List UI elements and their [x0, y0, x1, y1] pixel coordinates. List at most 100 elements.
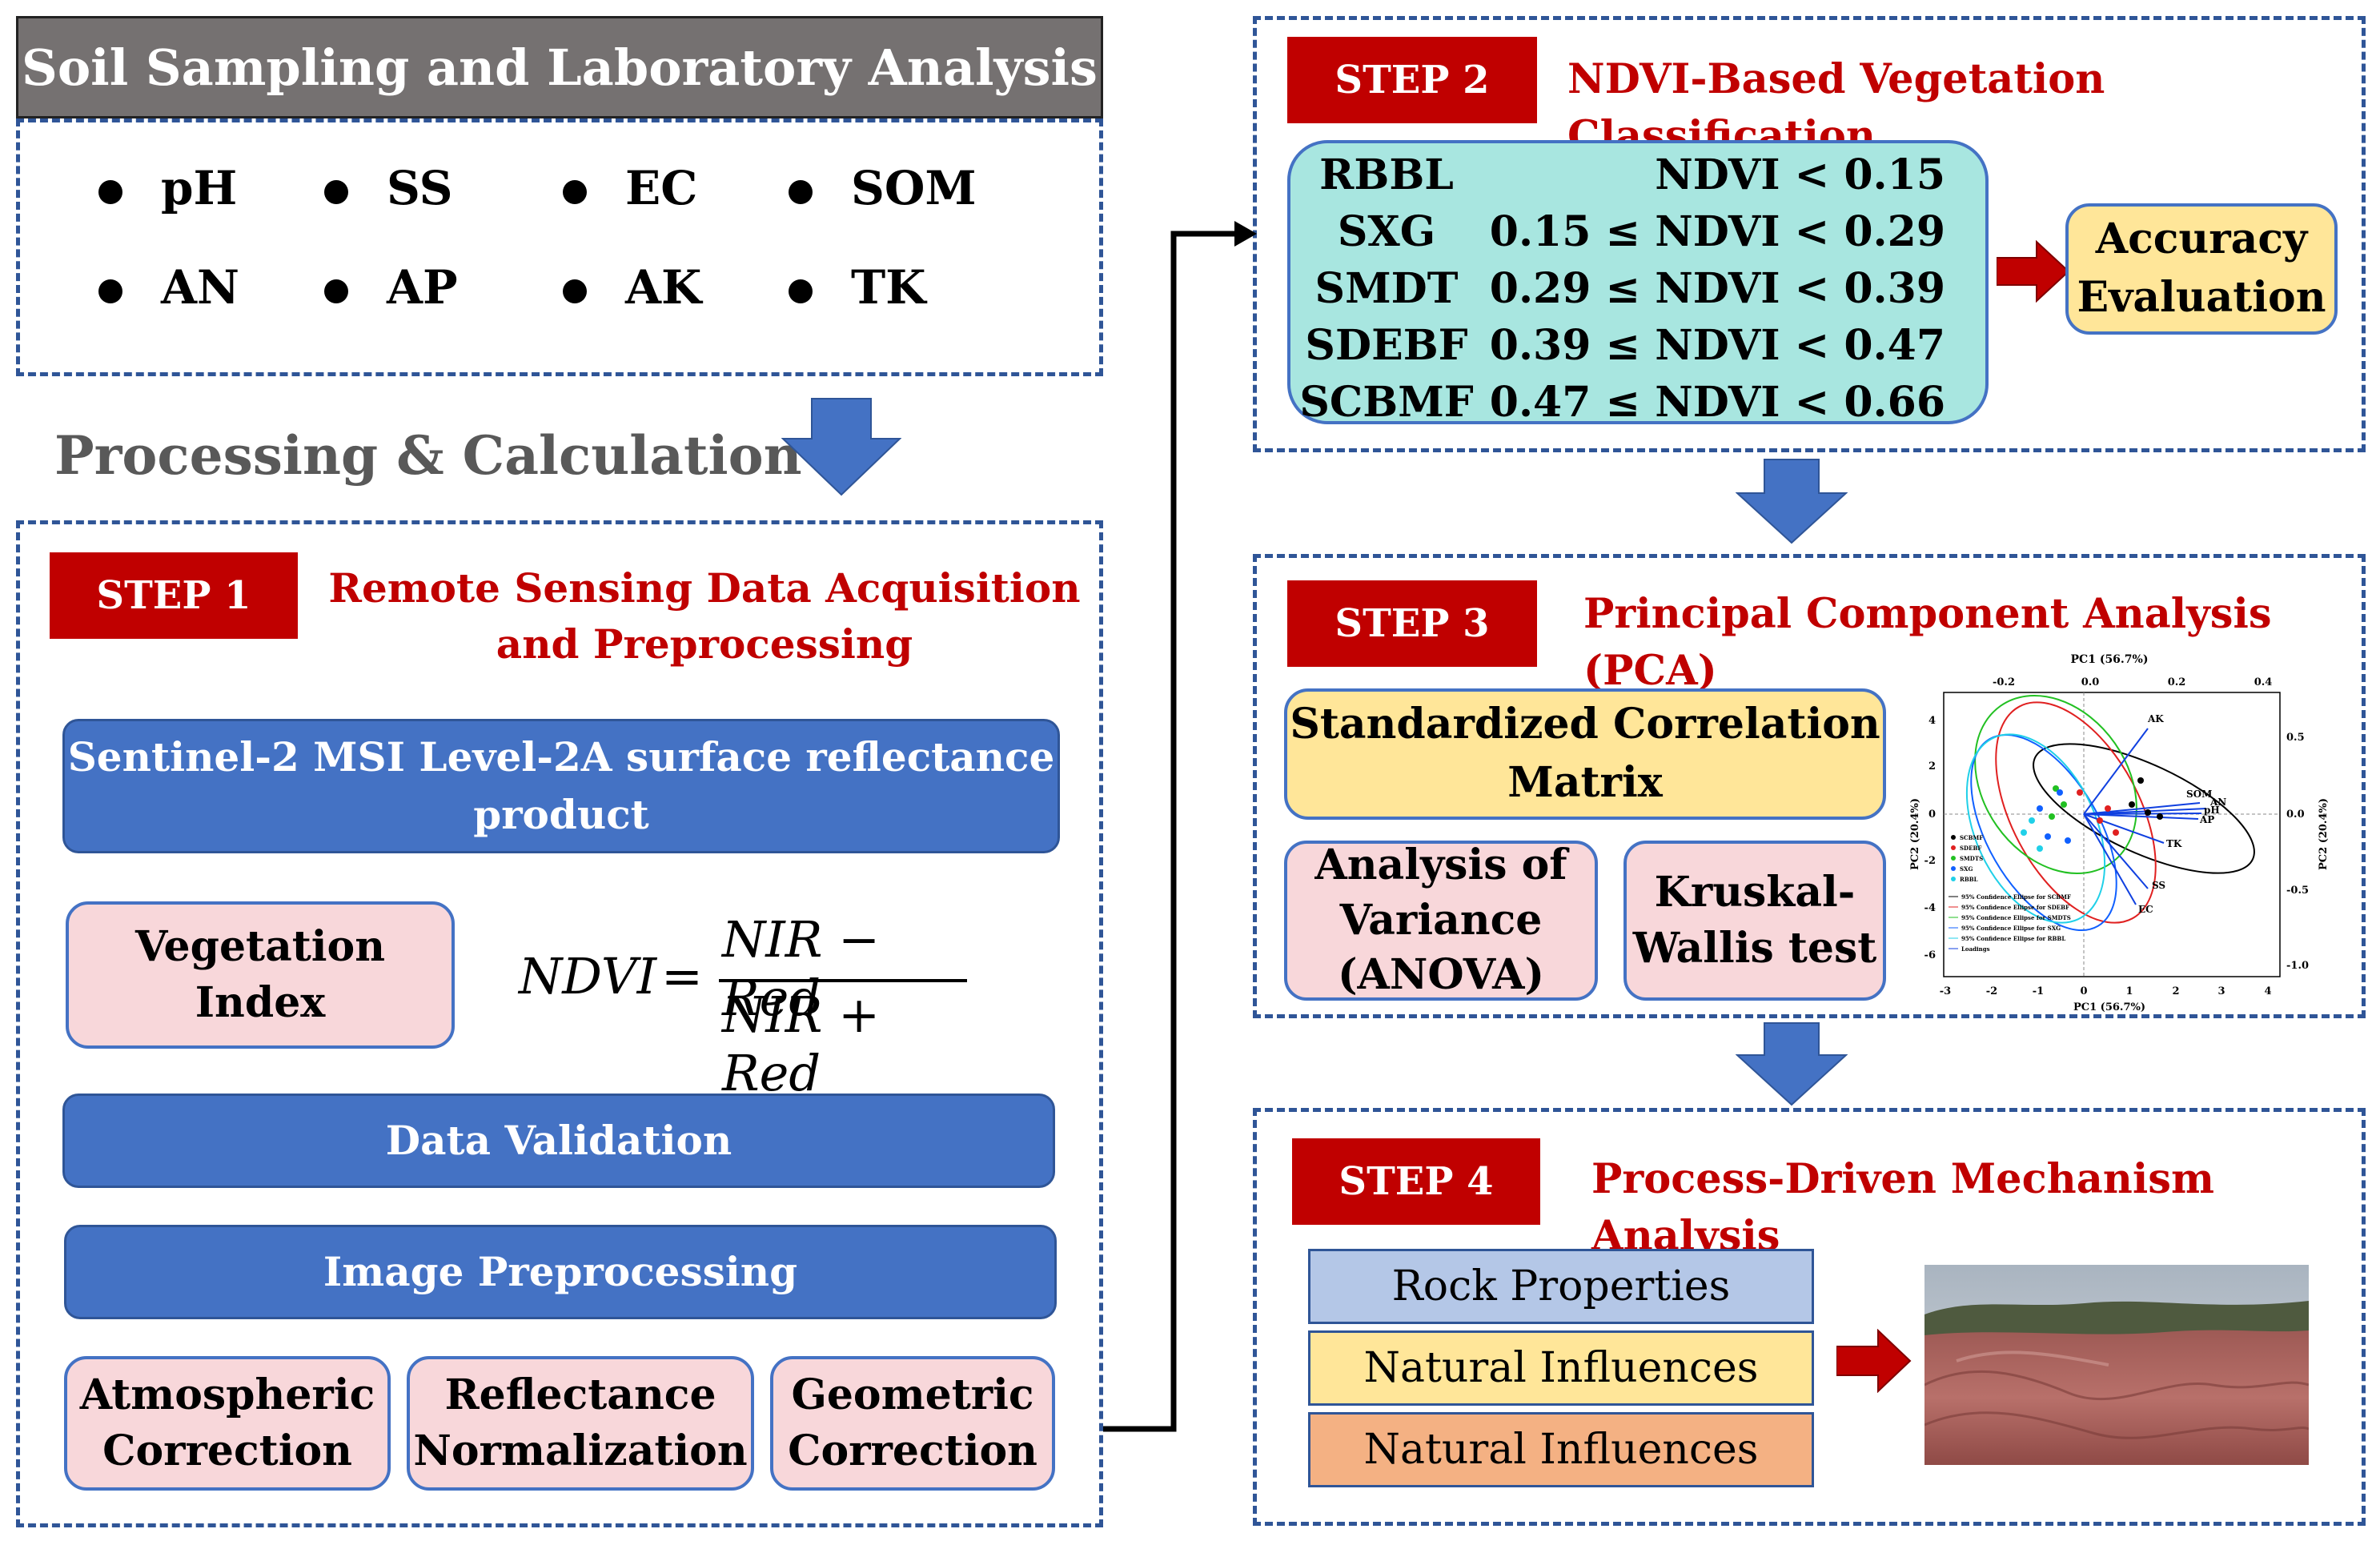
- pca-bottom-tick: 0: [2080, 985, 2087, 997]
- class-row: SXG 0.15 ≤ NDVI < 0.29: [1290, 203, 1985, 260]
- pca-top-tick: -0.2: [1993, 676, 2015, 688]
- atmospheric-line2: Correction: [102, 1427, 352, 1475]
- formula-eq: =: [661, 947, 703, 1005]
- step1-panel: [16, 520, 1103, 1527]
- ndvi-formula: NDVI = NIR − Red NIR + Red: [519, 909, 983, 1102]
- pca-plot-frame: [1943, 692, 2281, 977]
- kw-line1: Kruskal-: [1654, 867, 1856, 917]
- step4-panel: [1253, 1108, 2366, 1526]
- svg-text:SMDTS: SMDTS: [1960, 855, 1983, 862]
- geometric-line1: Geometric: [791, 1370, 1034, 1419]
- anova-line3: (ANOVA): [1337, 950, 1545, 1000]
- indicator-ss: SS: [324, 161, 453, 215]
- down-arrow-icon: [1736, 1022, 1848, 1106]
- bullet-icon: [789, 279, 813, 303]
- step1-title: Remote Sensing Data Acquisition and Prep…: [316, 560, 1093, 672]
- class-range: 0.15 ≤ NDVI < 0.29: [1489, 207, 1945, 256]
- accuracy-evaluation-box: Accuracy Evaluation: [2065, 203, 2338, 335]
- pca-bottom-tick: -3: [1940, 985, 1951, 997]
- veg-index-line1: Vegetation: [134, 921, 386, 971]
- red-arrow-icon: [1836, 1329, 1912, 1393]
- accuracy-line2: Evaluation: [2077, 273, 2326, 322]
- formula-denominator: NIR + Red: [722, 985, 881, 1102]
- processing-label: Processing & Calculation: [54, 424, 802, 487]
- bullet-icon: [98, 180, 122, 204]
- pca-bottom-tick: -1: [2033, 985, 2044, 997]
- pca-right-tick: 0.0: [2286, 809, 2305, 821]
- bullet-icon: [324, 180, 348, 204]
- class-range: 0.47 ≤ NDVI < 0.66: [1489, 378, 1945, 427]
- reflectance-line2: Normalization: [413, 1427, 748, 1475]
- indicator-an: AN: [98, 260, 239, 315]
- class-range: 0.29 ≤ NDVI < 0.39: [1489, 264, 1945, 313]
- rock-properties-box: Rock Properties: [1308, 1249, 1814, 1324]
- class-range: NDVI < 0.15: [1655, 150, 1945, 199]
- geometric-line2: Correction: [788, 1427, 1037, 1475]
- step1-to-step2-connector: [1103, 221, 1257, 1432]
- loading-label: TK: [2166, 838, 2182, 849]
- pca-bottom-tick: 3: [2217, 985, 2225, 997]
- correlation-matrix-box: Standardized Correlation Matrix: [1284, 688, 1886, 820]
- fraction-bar: [719, 979, 967, 982]
- loading-label: SOM: [2186, 789, 2212, 800]
- pca-left-tick: -6: [1924, 949, 1936, 961]
- pca-right-tick: -1.0: [2286, 960, 2309, 972]
- indicator-ak: AK: [563, 260, 701, 315]
- pca-bottom-tick: 4: [2264, 985, 2271, 997]
- bullet-icon: [324, 279, 348, 303]
- loading-label: pH: [2204, 805, 2220, 816]
- pca-left-tick: 4: [1928, 715, 1936, 727]
- formula-lhs: NDVI: [519, 947, 657, 1005]
- bullet-icon: [563, 279, 587, 303]
- product-line2: product: [473, 791, 649, 838]
- pca-right-tick: -0.5: [2286, 885, 2309, 897]
- reflectance-line1: Reflectance: [444, 1370, 716, 1419]
- vegetation-index-box: Vegetation Index: [66, 901, 455, 1049]
- pca-loadings: [2083, 728, 2207, 905]
- matrix-line2: Matrix: [1507, 758, 1663, 807]
- step1-title-line1: Remote Sensing Data Acquisition: [328, 564, 1081, 612]
- svg-text:95% Confidence Ellipse for SXG: 95% Confidence Ellipse for SXG: [1961, 925, 2061, 932]
- product-box: Sentinel-2 MSI Level-2A surface reflecta…: [62, 719, 1060, 853]
- svg-text:95% Confidence Ellipse for RBB: 95% Confidence Ellipse for RBBL: [1961, 935, 2065, 942]
- geometric-correction-box: Geometric Correction: [770, 1356, 1055, 1491]
- class-name: SDEBF: [1305, 321, 1468, 370]
- class-row: SDEBF 0.39 ≤ NDVI < 0.47: [1290, 317, 1985, 374]
- down-arrow-icon: [781, 398, 901, 496]
- pca-left-axis-title: PC2 (20.4%): [1909, 798, 1921, 870]
- step1-tag: STEP 1: [50, 552, 298, 639]
- matrix-line1: Standardized Correlation: [1290, 700, 1880, 749]
- loading-label: AN: [2209, 797, 2226, 808]
- step3-panel: [1253, 554, 2366, 1018]
- pca-left-tick: 0: [1928, 809, 1936, 821]
- bullet-icon: [563, 180, 587, 204]
- svg-text:RBBL: RBBL: [1960, 876, 1978, 883]
- class-name: RBBL: [1319, 150, 1454, 199]
- pca-left-tick: -2: [1924, 855, 1936, 867]
- data-validation-bar: Data Validation: [62, 1094, 1055, 1188]
- svg-text:95% Confidence Ellipse for SCB: 95% Confidence Ellipse for SCBMF: [1961, 893, 2071, 901]
- pca-biplot: PC1 (56.7%) -0.2 0.0 0.2 0.4 AK SOM AN p…: [1909, 653, 2330, 1013]
- pca-bottom-tick: 2: [2172, 985, 2179, 997]
- ellipse-rbbl: [1965, 733, 2106, 924]
- natural-influences-box-1: Natural Influences: [1308, 1330, 1814, 1406]
- formula-numerator: NIR − Red: [722, 910, 881, 1027]
- loading-label: AP: [2199, 814, 2214, 825]
- step3-title: Principal Component Analysis (PCA): [1583, 590, 2272, 696]
- svg-text:SCBMF: SCBMF: [1960, 834, 1983, 841]
- pca-bottom-tick: -2: [1986, 985, 1997, 997]
- pca-top-tick: 0.2: [2168, 676, 2186, 688]
- kw-line2: Wallis test: [1632, 924, 1877, 973]
- landscape-photo: [1924, 1265, 2309, 1465]
- ellipse-smdts: [1974, 694, 2137, 875]
- anova-line1: Analysis of: [1314, 841, 1567, 890]
- bullet-icon: [98, 279, 122, 303]
- anova-box: Analysis of Variance (ANOVA): [1284, 841, 1598, 1001]
- red-arrow-icon: [1997, 240, 2070, 303]
- class-range: 0.39 ≤ NDVI < 0.47: [1489, 321, 1945, 370]
- class-name: SXG: [1337, 207, 1436, 256]
- natural-influences-box-2: Natural Influences: [1308, 1412, 1814, 1487]
- step3-tag: STEP 3: [1287, 580, 1537, 667]
- down-arrow-icon: [1736, 459, 1848, 544]
